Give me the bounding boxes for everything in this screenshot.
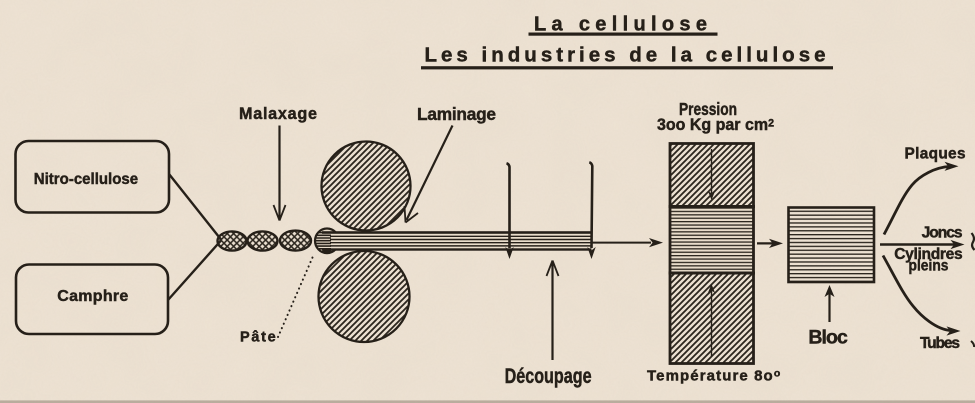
svg-text:pleins: pleins [909, 257, 949, 274]
svg-text:Malaxage: Malaxage [239, 105, 317, 123]
svg-text:Bloc: Bloc [808, 326, 848, 348]
svg-text:Plaques: Plaques [905, 145, 966, 162]
svg-text:Température 8oo: Température 8oo [647, 367, 781, 384]
svg-text:Tubes: Tubes [920, 335, 960, 352]
svg-text:Joncs: Joncs [922, 224, 963, 241]
svg-text:Les industries de la cellulose: Les industries de la cellulose [425, 44, 826, 67]
svg-text:Nitro-cellulose: Nitro-cellulose [34, 171, 138, 188]
svg-text:Découpage: Découpage [505, 365, 592, 388]
svg-text:Laminage: Laminage [417, 104, 496, 124]
svg-text:Pâte: Pâte [240, 330, 276, 346]
svg-text:3oo Kg par cm2: 3oo Kg par cm2 [657, 116, 774, 134]
svg-text:Cylindres: Cylindres [894, 246, 963, 263]
svg-text:Camphre: Camphre [57, 288, 128, 305]
svg-text:Pression: Pression [679, 99, 737, 119]
